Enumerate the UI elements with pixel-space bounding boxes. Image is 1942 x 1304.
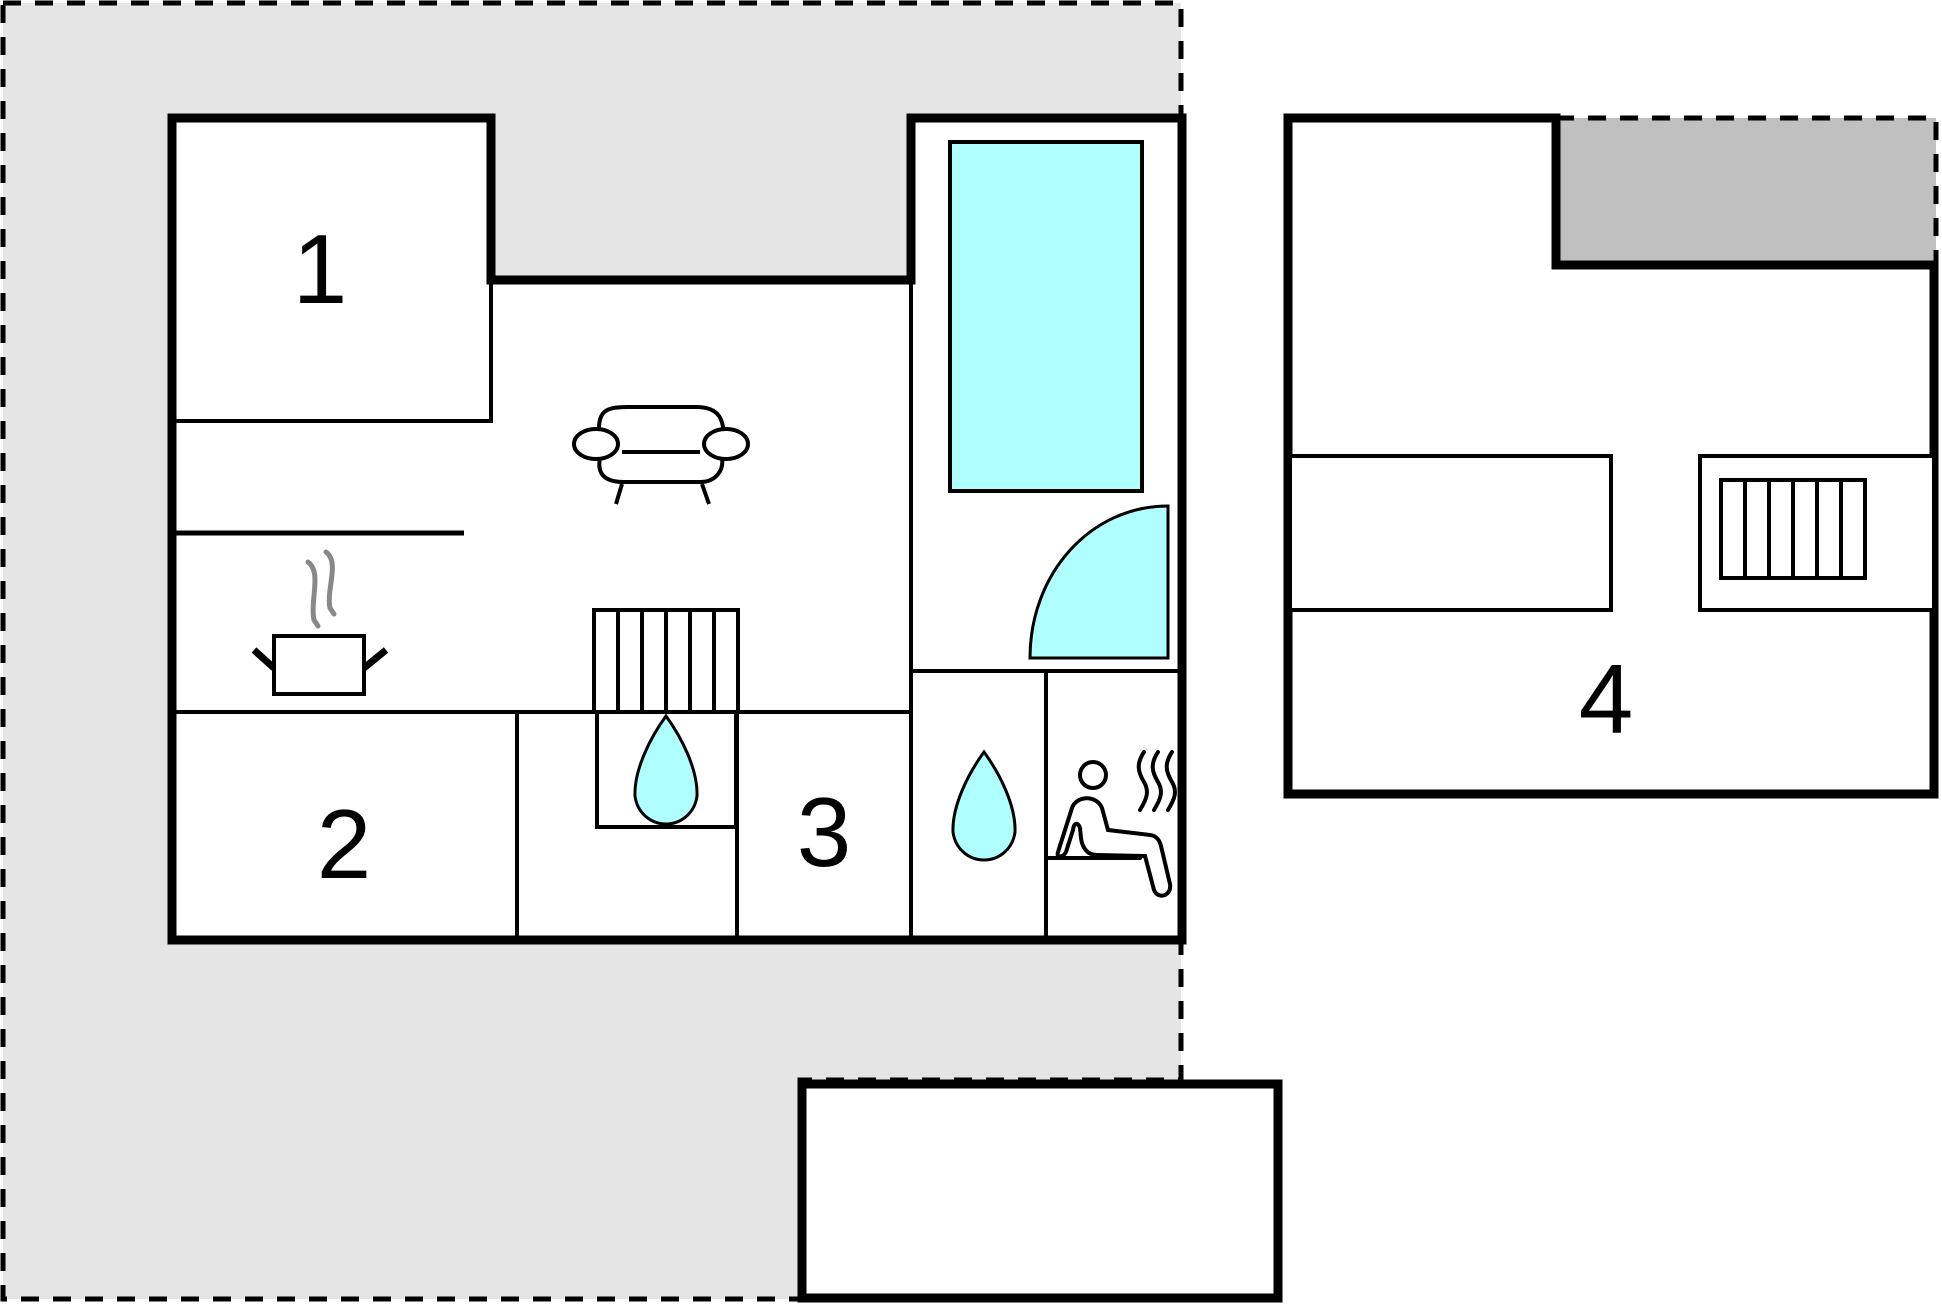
shower-icon (1028, 504, 1170, 660)
water-drop-icon (633, 713, 699, 826)
cooking-pot-icon (251, 549, 389, 696)
pool-icon (948, 140, 1144, 493)
stairs-icon (1719, 478, 1867, 580)
room-label-4: 4 (1579, 644, 1634, 754)
room-label-1: 1 (293, 214, 348, 324)
room-1: 1 (172, 214, 493, 423)
room-label-3: 3 (797, 777, 852, 887)
covered-area (1553, 115, 1939, 268)
sofa-icon (572, 405, 750, 505)
room-label-2: 2 (317, 789, 372, 899)
outbuilding (797, 1079, 1283, 1303)
water-drop-icon (951, 749, 1017, 862)
stairs-icon (592, 608, 740, 714)
main-house (167, 113, 1187, 945)
sauna-icon (1046, 750, 1177, 898)
